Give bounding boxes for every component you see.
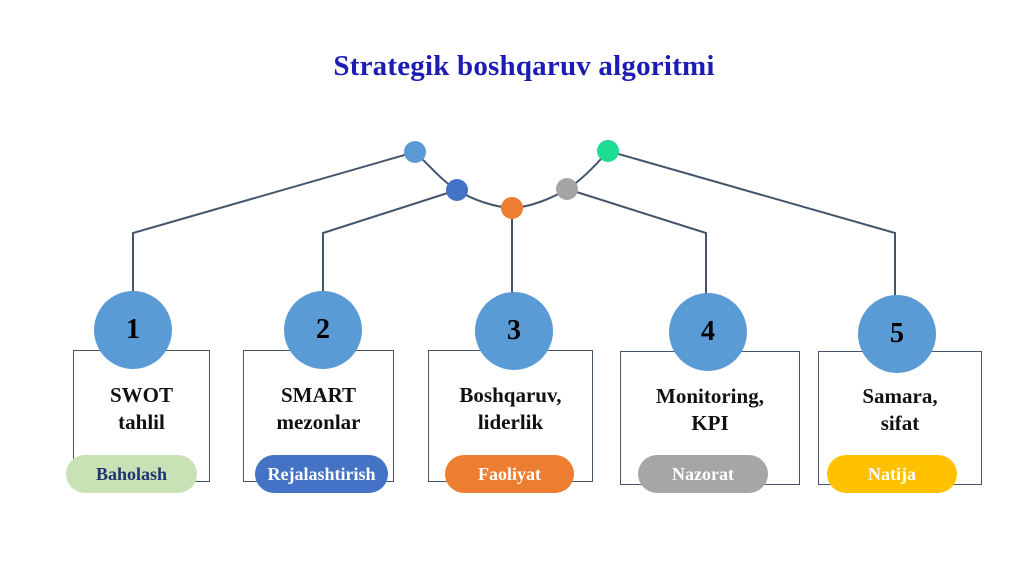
step-title-2-line-1: SMART xyxy=(280,383,357,407)
step-title-2-line-2: mezonlar xyxy=(276,410,361,434)
step-title-4-line-2: KPI xyxy=(691,411,729,435)
step-title-3: Boshqaruv, liderlik xyxy=(429,382,592,436)
tag-pill-rejalashtirish: Rejalashtirish xyxy=(255,455,388,493)
branch-line-4 xyxy=(566,188,707,294)
step-circle-5: 5 xyxy=(858,295,936,373)
step-number-4: 4 xyxy=(701,316,715,347)
tag-pill-natija: Natija xyxy=(827,455,957,493)
tag-pill-nazorat: Nazorat xyxy=(638,455,768,493)
step-title-5: Samara, sifat xyxy=(819,383,981,437)
step-title-4-line-1: Monitoring, xyxy=(656,384,764,408)
tag-pill-faoliyat: Faoliyat xyxy=(445,455,574,493)
step-title-5-line-2: sifat xyxy=(880,411,920,435)
chain-dot-2-icon xyxy=(446,179,468,201)
branch-line-5 xyxy=(607,150,896,296)
step-title-4: Monitoring, KPI xyxy=(621,383,799,437)
step-number-1: 1 xyxy=(126,314,140,345)
step-title-1-line-1: SWOT xyxy=(109,383,174,407)
step-title-3-line-2: liderlik xyxy=(477,410,544,434)
step-title-2: SMART mezonlar xyxy=(244,382,393,436)
step-title-3-line-1: Boshqaruv, xyxy=(459,383,562,407)
step-circle-3: 3 xyxy=(475,292,553,370)
chain-dot-1-icon xyxy=(404,141,426,163)
step-number-5: 5 xyxy=(890,318,904,349)
branch-line-1 xyxy=(132,151,416,292)
chain-dot-5-icon xyxy=(597,140,619,162)
chain-dot-3-icon xyxy=(501,197,523,219)
step-circle-1: 1 xyxy=(94,291,172,369)
step-title-1: SWOT tahlil xyxy=(74,382,209,436)
chain-dot-4-icon xyxy=(556,178,578,200)
tag-pill-baholash: Baholash xyxy=(66,455,197,493)
branch-line-2 xyxy=(322,189,458,292)
step-number-3: 3 xyxy=(507,315,521,346)
step-circle-4: 4 xyxy=(669,293,747,371)
step-number-2: 2 xyxy=(316,314,330,345)
step-circle-2: 2 xyxy=(284,291,362,369)
branch-lines xyxy=(132,150,896,296)
step-title-5-line-1: Samara, xyxy=(862,384,938,408)
page-title: Strategik boshqaruv algoritmi xyxy=(333,50,715,82)
step-title-1-line-2: tahlil xyxy=(118,410,165,434)
